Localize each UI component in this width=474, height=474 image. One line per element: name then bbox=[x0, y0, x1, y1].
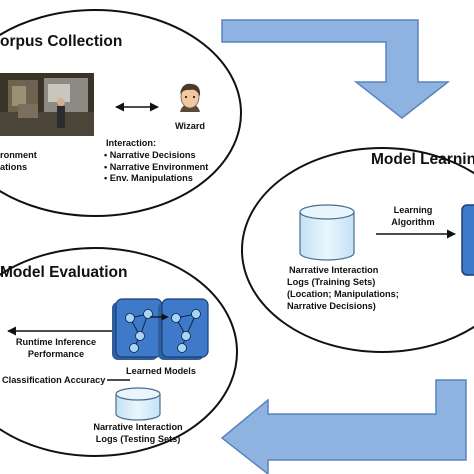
learned-model-partial bbox=[461, 204, 474, 276]
classification-label: Classification Accuracy bbox=[2, 375, 108, 387]
learned-models-icon bbox=[112, 298, 209, 360]
testing-db-caption-2: Logs (Testing Sets) bbox=[95, 434, 181, 444]
runtime-label-1: Runtime Inference bbox=[15, 337, 97, 347]
training-db-caption-3: (Location; Manipulations; bbox=[287, 289, 399, 299]
model-evaluation-title: Model Evaluation bbox=[0, 264, 128, 281]
environment-label-line-2: ations bbox=[0, 162, 28, 172]
training-database-icon bbox=[299, 204, 355, 261]
interaction-item: Narrative Decisions bbox=[104, 150, 208, 162]
model-learning-title: Model Learnin bbox=[371, 151, 474, 168]
learning-algorithm-label-2: Algorithm bbox=[391, 217, 435, 227]
training-db-caption-1: Narrative Interaction bbox=[289, 265, 379, 275]
training-db-caption-4: Narrative Decisions) bbox=[287, 301, 376, 311]
bottom-flow-arrow bbox=[220, 379, 467, 474]
model-learning-ellipse bbox=[241, 147, 474, 353]
testing-db-caption-1: Narrative Interaction bbox=[93, 422, 183, 432]
environment-label-line-1: ronment bbox=[0, 150, 37, 160]
top-flow-arrow bbox=[221, 19, 451, 119]
learning-algorithm-label-1: Learning bbox=[393, 205, 433, 215]
corpus-collection-title: orpus Collection bbox=[0, 33, 123, 50]
interaction-list: Narrative Decisions Narrative Environmen… bbox=[104, 150, 209, 185]
interaction-item: Env. Manipulations bbox=[104, 173, 208, 185]
testing-database-icon bbox=[115, 387, 161, 421]
learned-models-label: Learned Models bbox=[126, 366, 196, 376]
runtime-label-2: Performance bbox=[27, 349, 85, 359]
training-db-caption-2: Logs (Training Sets) bbox=[287, 277, 376, 287]
game-scene-screenshot bbox=[0, 73, 94, 136]
wizard-label: Wizard bbox=[174, 121, 206, 131]
interaction-item: Narrative Environment bbox=[104, 162, 209, 174]
wizard-avatar-icon bbox=[180, 83, 201, 112]
interaction-header: Interaction: bbox=[106, 138, 157, 148]
